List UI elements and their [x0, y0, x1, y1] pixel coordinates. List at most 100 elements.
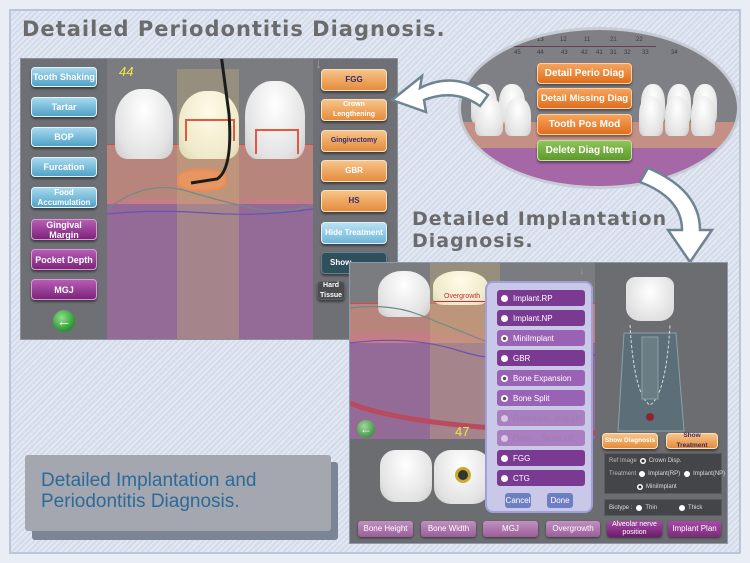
arrow-left-icon: ← — [56, 312, 72, 330]
biotype-thick-option[interactable]: Thick — [688, 505, 703, 511]
gbr-button[interactable]: GBR — [321, 160, 387, 182]
tooth-number: 44 — [537, 50, 544, 56]
tooth-47 — [433, 271, 488, 305]
radio-icon[interactable] — [684, 471, 691, 477]
biotype-label: Biotype : — [609, 505, 633, 511]
option-gbr[interactable]: GBR — [497, 350, 585, 366]
perio-tooth-view[interactable]: 44 — [107, 59, 313, 339]
implant-site-icon — [455, 467, 471, 483]
option-fgg[interactable]: FGG — [497, 450, 585, 466]
crown-lengthening-button[interactable]: Crown Lengthening — [321, 99, 387, 121]
overgrowth-button[interactable]: Overgrowth — [546, 521, 600, 537]
implant-rp-option[interactable]: Implant(RP) — [648, 471, 681, 477]
hide-treatment-button[interactable]: Hide Treatment — [321, 222, 387, 244]
tooth-shaking-button[interactable]: Tooth Shaking — [31, 67, 97, 87]
cancel-button[interactable]: Cancel — [505, 493, 531, 508]
radio-icon — [501, 434, 508, 442]
recession-marker — [255, 129, 299, 154]
radio-icon — [501, 474, 508, 482]
tooth-number: 22 — [636, 37, 643, 43]
tooth-number: 21 — [610, 37, 617, 43]
option-bone-split[interactable]: Bone Split — [497, 390, 585, 406]
option-label: CTG — [513, 473, 530, 483]
tooth-number: 43 — [561, 50, 568, 56]
treatment-label: Treatment — [609, 471, 637, 477]
tooth-number: 41 — [596, 50, 603, 56]
detail-perio-diag-button[interactable]: Detail Perio Diag — [537, 63, 632, 84]
radio-selected-icon — [501, 334, 508, 342]
show-treatment-button[interactable]: Show Treatment — [666, 432, 718, 449]
implant-np-option[interactable]: Implant(NP) — [693, 471, 726, 477]
tooth-number: 13 — [537, 37, 544, 43]
miniimplant-option[interactable]: MiniImplant — [646, 484, 677, 490]
implant-diagnosis-panel: Overgrowth ← 47 Implant.RP Implant.NP Mi… — [349, 262, 728, 544]
radio-selected-icon[interactable] — [639, 458, 646, 464]
option-miniimplant[interactable]: MiniImplant — [497, 330, 585, 346]
biotype-thin-option[interactable]: Thin — [645, 505, 658, 511]
arrow-to-perio-icon — [389, 72, 490, 114]
detail-missing-diag-button[interactable]: Detail Missing Diag — [537, 88, 632, 109]
option-bone-expansion[interactable]: Bone Expansion — [497, 370, 585, 386]
fgg-button[interactable]: FGG — [321, 69, 387, 91]
tooth-pos-mod-button[interactable]: Tooth Pos Mod — [537, 114, 632, 135]
alveolar-nerve-position-button[interactable]: Alveolar nerve position — [607, 521, 662, 537]
radio-icon — [501, 314, 508, 322]
radio-icon[interactable] — [639, 471, 646, 477]
radio-icon[interactable] — [636, 505, 643, 511]
bone-width-button[interactable]: Bone Width — [421, 521, 476, 537]
option-implant-np[interactable]: Implant.NP — [497, 310, 585, 326]
mgj-button[interactable]: MGJ — [483, 521, 538, 537]
option-label: Implant.NP — [513, 313, 553, 323]
radio-icon — [501, 454, 508, 462]
mgj-button[interactable]: MGJ — [31, 279, 97, 300]
bone-region — [107, 199, 313, 339]
caption-box: Detailed Implantation and Periodontitis … — [25, 455, 331, 531]
probe-and-lines — [107, 59, 313, 215]
option-label: Bone Split — [513, 393, 550, 403]
implantation-title-line2: Diagnosis. — [412, 230, 534, 252]
back-arrow-button[interactable]: ← — [53, 310, 75, 332]
overgrowth-label: Overgrowth — [444, 293, 481, 300]
tooth-number: 34 — [671, 50, 678, 56]
option-ctg[interactable]: CTG — [497, 470, 585, 486]
tartar-button[interactable]: Tartar — [31, 97, 97, 117]
dental-chart-oval: 13 12 11 21 22 45 44 43 42 41 31 32 33 3… — [458, 27, 740, 189]
caption-line1: Detailed Implantation and — [41, 470, 257, 491]
delete-diag-item-button[interactable]: Delete Diag Item — [537, 140, 632, 161]
pocket-depth-button[interactable]: Pocket Depth — [31, 249, 97, 270]
furcation-button[interactable]: Furcation — [31, 157, 97, 177]
radio-selected-icon[interactable] — [637, 484, 643, 490]
option-label: FGG — [513, 453, 531, 463]
arrow-left-icon: ← — [360, 422, 372, 436]
option-osteotome-sinus-lift: Osteotom...inus Lift — [497, 410, 585, 426]
implant-plan-button[interactable]: Implant Plan — [668, 521, 721, 537]
show-diagnosis-button[interactable]: Show Diagnosis — [602, 433, 658, 449]
bop-button[interactable]: BOP — [31, 127, 97, 147]
ref-image-label: Ref Image — [609, 458, 637, 464]
hard-tissue-button[interactable]: Hard Tissue — [317, 281, 345, 300]
radio-icon[interactable] — [679, 505, 686, 511]
lower-tooth — [691, 96, 715, 136]
food-accumulation-button[interactable]: Food Accumulation — [31, 187, 97, 208]
option-label: Open... Sinus Lift — [513, 433, 575, 443]
hs-button[interactable]: HS — [321, 190, 387, 212]
option-label: GBR — [513, 353, 531, 363]
done-button[interactable]: Done — [547, 493, 573, 508]
bone-section-shape — [617, 324, 685, 432]
bone-height-button[interactable]: Bone Height — [358, 521, 413, 537]
crown-disp-option[interactable]: Crown Disp. — [648, 458, 682, 464]
tooth-46 — [378, 271, 430, 317]
lower-tooth — [505, 98, 531, 136]
back-arrow-button[interactable]: ← — [357, 420, 375, 438]
radio-selected-icon — [501, 374, 508, 382]
gingival-margin-button[interactable]: Gingival Margin — [31, 219, 97, 240]
tooth-number: 45 — [514, 50, 521, 56]
option-implant-rp[interactable]: Implant.RP — [497, 290, 585, 306]
radio-selected-icon — [501, 394, 508, 402]
option-open-sinus-lift: Open... Sinus Lift — [497, 430, 585, 446]
gingivectomy-button[interactable]: Gingivectomy — [321, 130, 387, 152]
periodontitis-title: Detailed Periodontitis Diagnosis. — [22, 17, 446, 41]
tooth-number-label: 44 — [119, 64, 134, 79]
overgrowth-line — [434, 301, 494, 302]
crown-preview — [626, 277, 674, 321]
